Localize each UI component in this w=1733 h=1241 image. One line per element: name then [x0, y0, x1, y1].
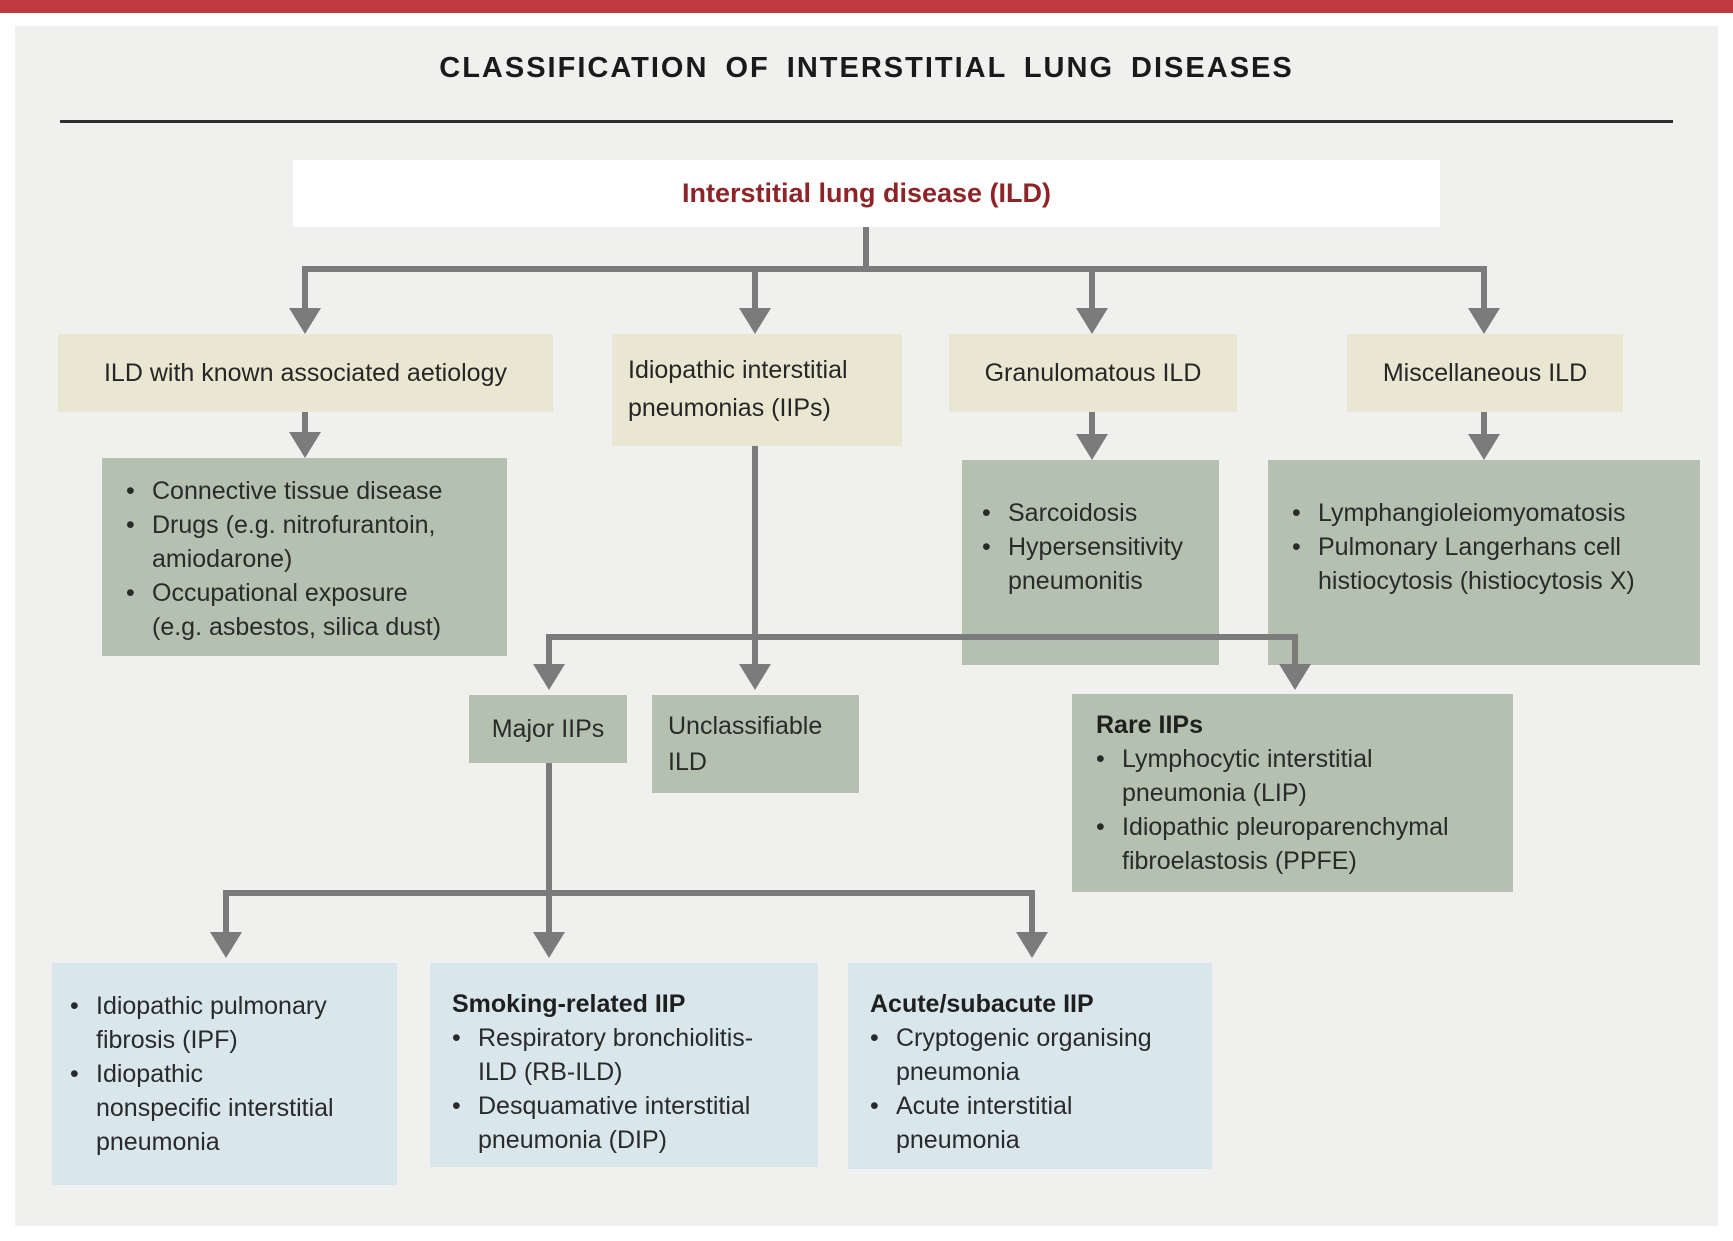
figure-title: CLASSIFICATION OF INTERSTITIAL LUNG DISE… [439, 52, 1294, 84]
list-item: Drugs (e.g. nitrofurantoin, amiodarone) [112, 508, 497, 576]
node-iips: Idiopathic interstitial pneumonias (IIPs… [612, 334, 902, 446]
list-item: Connective tissue disease [112, 474, 497, 508]
arrow-down-icon [289, 432, 321, 458]
node-smoking-related-iip: Smoking-related IIP Respiratory bronchio… [430, 963, 818, 1167]
list-item: Hypersensitivity pneumonitis [968, 530, 1213, 598]
connector-line [1089, 412, 1095, 436]
list-item: Cryptogenic organising pneumonia [856, 1021, 1204, 1089]
node-known-aetiology: ILD with known associated aetiology [58, 334, 553, 412]
list-item: Pulmonary Langerhans cell histiocytosis … [1278, 530, 1690, 598]
arrow-down-icon [533, 664, 565, 690]
node-acute-subacute-iip: Acute/subacute IIP Cryptogenic organisin… [848, 963, 1212, 1169]
connector-line [546, 634, 552, 666]
connector-line [863, 227, 869, 272]
connector-line [752, 266, 758, 312]
connector-line [1481, 266, 1487, 312]
arrow-down-icon [1076, 308, 1108, 334]
connector-line [223, 890, 1035, 896]
node-unclassifiable-ild: Unclassifiable ILD [652, 695, 859, 793]
arrow-down-icon [1076, 434, 1108, 460]
list-item: Idiopathic pleuroparenchymal fibroelasto… [1082, 810, 1503, 878]
connector-line [546, 634, 1298, 640]
node-miscellaneous: Miscellaneous ILD [1347, 334, 1623, 412]
arrow-down-icon [210, 932, 242, 958]
node-aetiology-detail: Connective tissue disease Drugs (e.g. ni… [102, 458, 507, 656]
connector-line [1029, 890, 1035, 934]
title-divider [60, 120, 1673, 123]
list-item: Acute interstitial pneumonia [856, 1089, 1204, 1157]
node-ipf-group: Idiopathic pulmonary fibrosis (IPF) Idio… [52, 963, 397, 1185]
connector-line [302, 266, 308, 312]
node-major-iips: Major IIPs [469, 695, 627, 763]
box-heading: Acute/subacute IIP [870, 990, 1094, 1018]
connector-line [302, 412, 308, 436]
node-granulomatous-detail: Sarcoidosis Hypersensitivity pneumonitis [962, 460, 1219, 665]
list-item: Lymphocytic interstitial pneumonia (LIP) [1082, 742, 1503, 810]
arrow-down-icon [1279, 664, 1311, 690]
connector-line [1481, 412, 1487, 436]
connector-line [546, 763, 552, 932]
arrow-down-icon [1016, 932, 1048, 958]
list-item: Respiratory bronchiolitis- ILD (RB-ILD) [438, 1021, 810, 1089]
connector-line [1292, 634, 1298, 666]
arrow-down-icon [289, 308, 321, 334]
arrow-down-icon [739, 664, 771, 690]
arrow-down-icon [739, 308, 771, 334]
node-miscellaneous-detail: Lymphangioleiomyomatosis Pulmonary Lange… [1268, 460, 1700, 665]
box-heading: Rare IIPs [1096, 711, 1204, 739]
list-item: Desquamative interstitial pneumonia (DIP… [438, 1089, 810, 1157]
list-item: Sarcoidosis [968, 496, 1213, 530]
box-heading: Smoking-related IIP [452, 990, 686, 1018]
node-granulomatous: Granulomatous ILD [949, 334, 1237, 412]
arrow-down-icon [1468, 308, 1500, 334]
node-root-ild: Interstitial lung disease (ILD) [293, 160, 1440, 227]
connector-line [302, 266, 1487, 272]
list-item: Idiopathic nonspecific interstitial pneu… [56, 1057, 393, 1159]
connector-line [1089, 266, 1095, 312]
arrow-down-icon [1468, 434, 1500, 460]
arrow-down-icon [533, 932, 565, 958]
top-accent-bar [0, 0, 1733, 13]
list-item: Occupational exposure (e.g. asbestos, si… [112, 576, 497, 644]
list-item: Lymphangioleiomyomatosis [1278, 496, 1690, 530]
connector-line [752, 446, 758, 666]
connector-line [223, 890, 229, 934]
list-item: Idiopathic pulmonary fibrosis (IPF) [56, 989, 393, 1057]
node-rare-iips: Rare IIPs Lymphocytic interstitial pneum… [1072, 694, 1513, 892]
